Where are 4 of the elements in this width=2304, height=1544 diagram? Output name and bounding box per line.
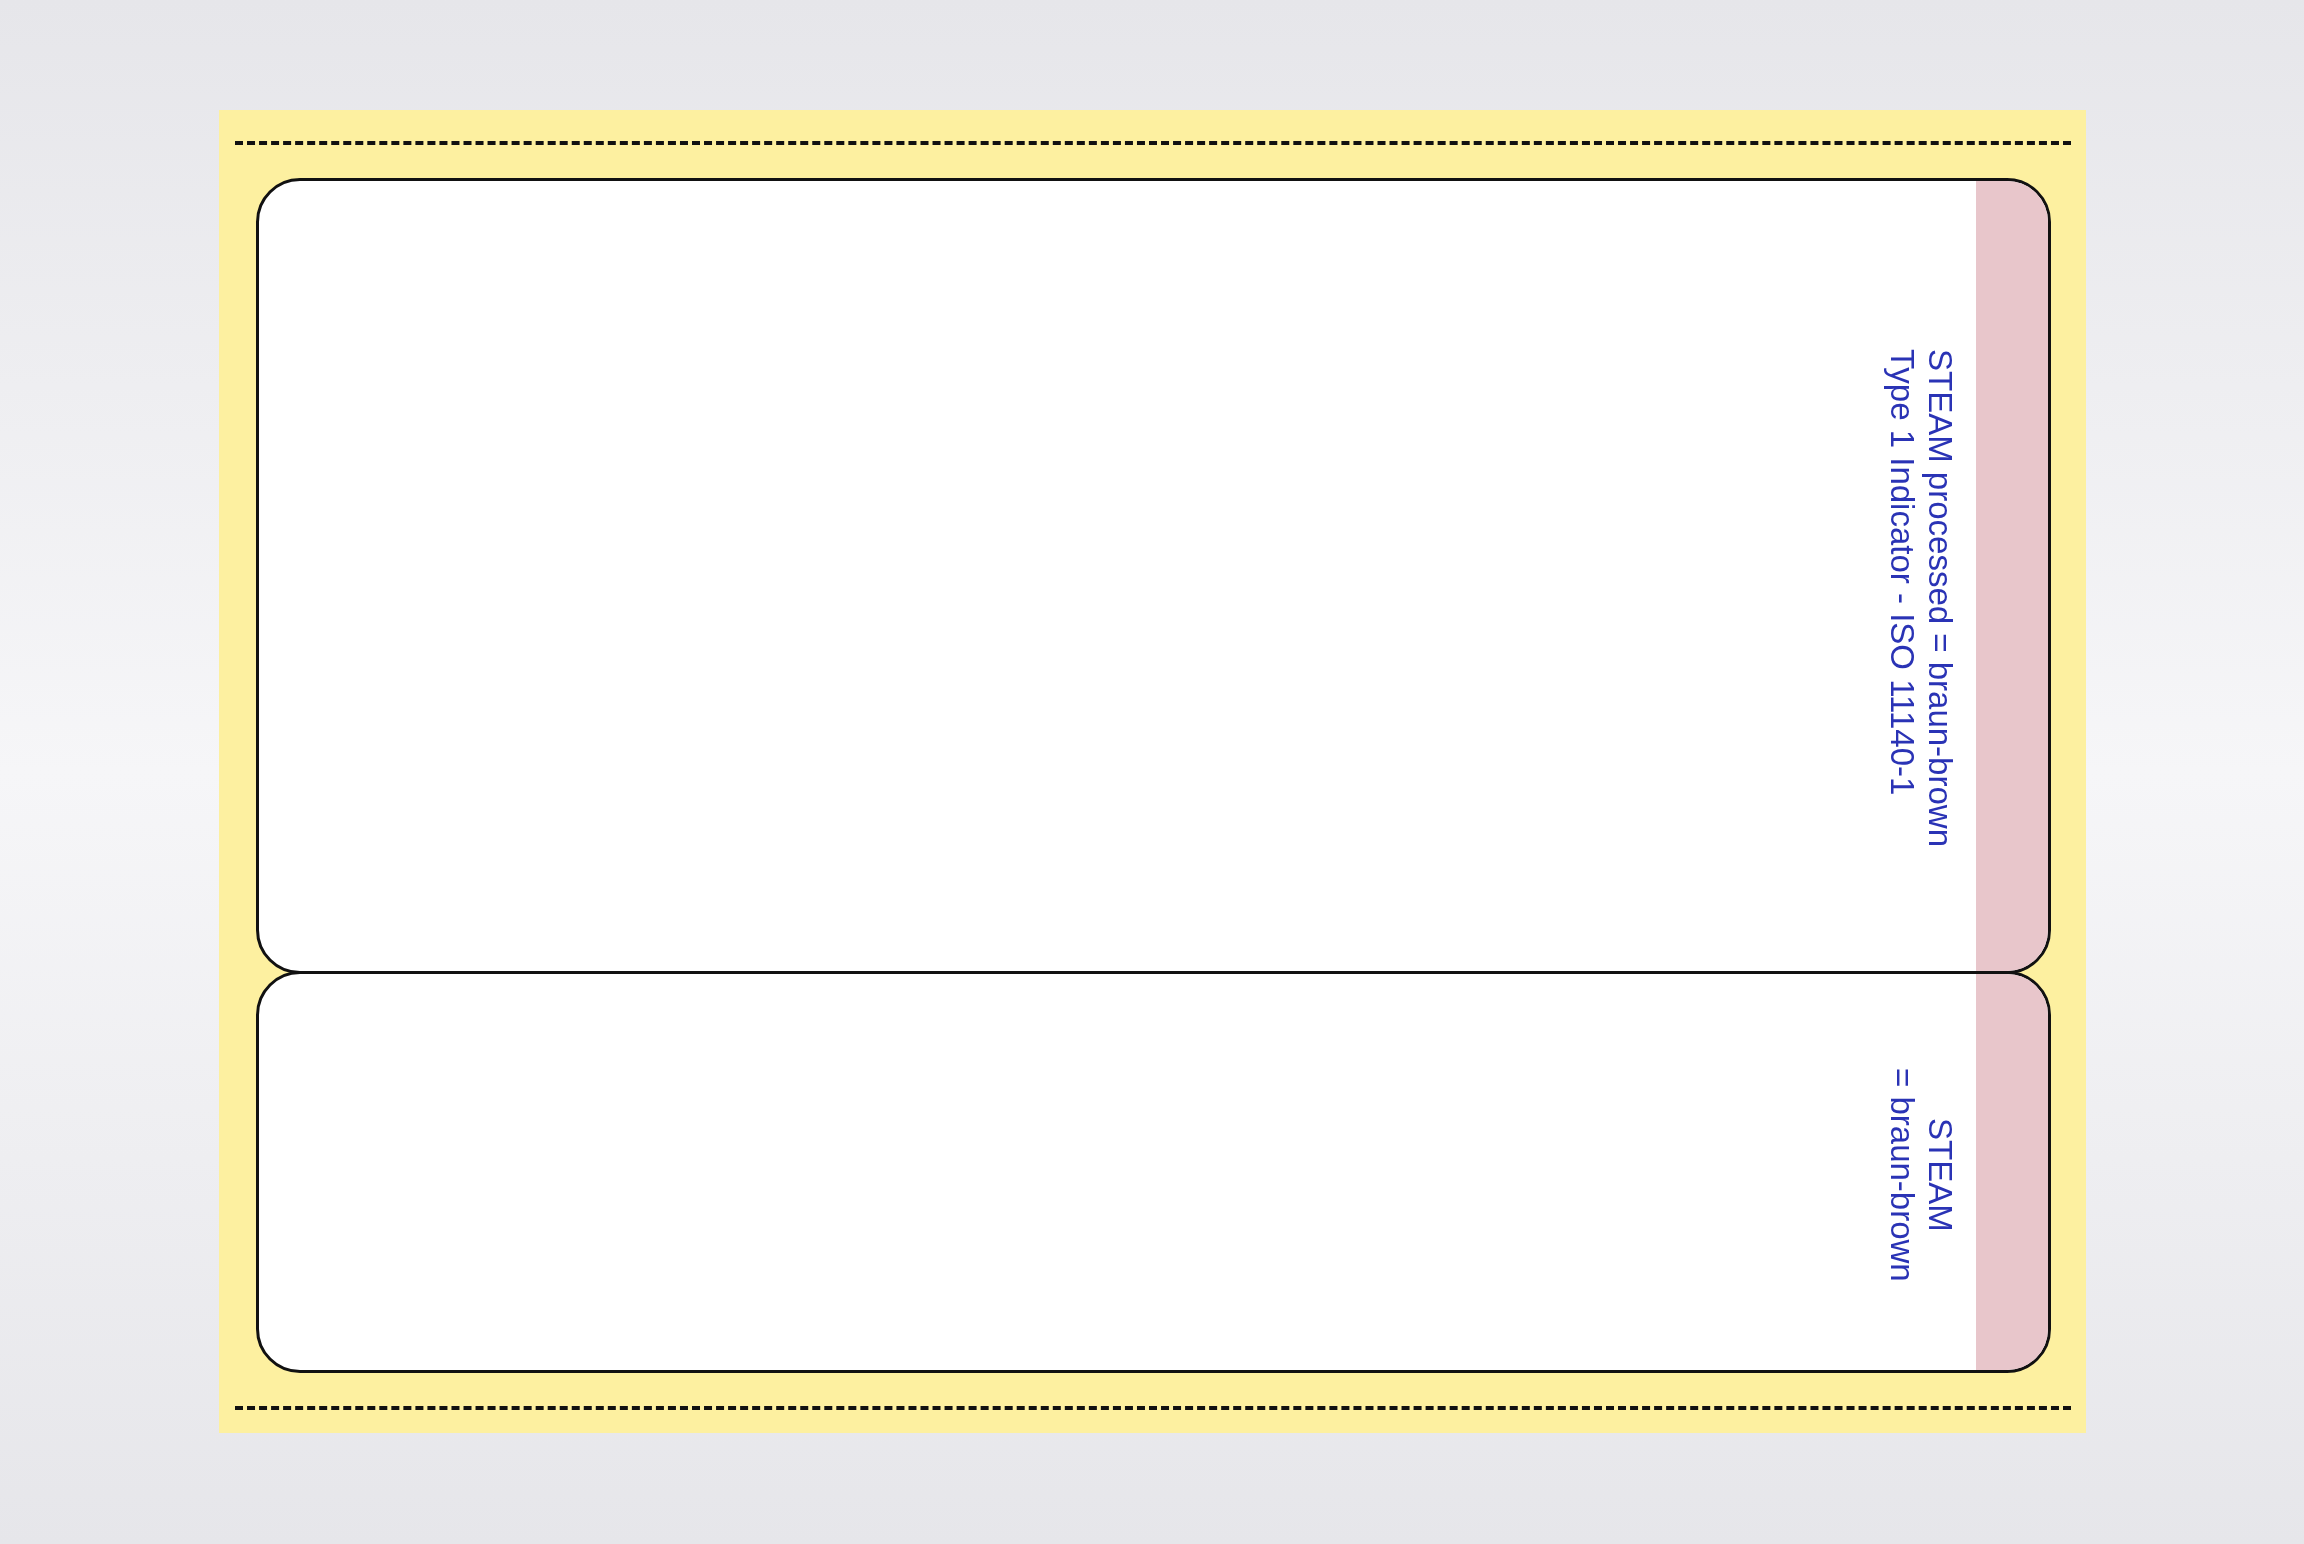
label-card [256, 971, 2051, 1373]
label-card [256, 178, 2051, 974]
indicator-text: STEAM processed = braun-brown Type 1 Indicator - ISO 11140-1 [1883, 349, 1959, 847]
indicator-text: STEAM = braun-brown [1883, 1068, 1959, 1282]
